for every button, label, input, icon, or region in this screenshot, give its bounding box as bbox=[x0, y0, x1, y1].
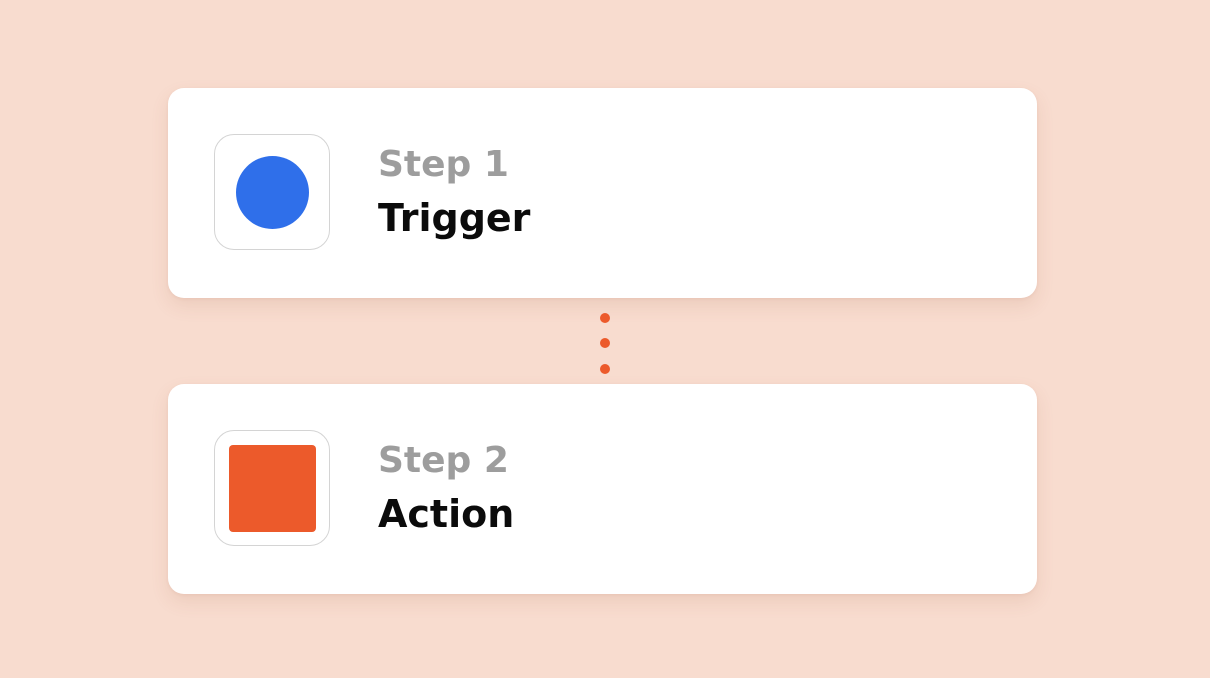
step-connector bbox=[599, 313, 611, 377]
step-number-label: Step 2 bbox=[378, 440, 509, 481]
orange-square-icon bbox=[229, 445, 316, 532]
connector-dot bbox=[600, 338, 610, 348]
action-app-icon-box bbox=[214, 430, 330, 546]
step-number-label: Step 1 bbox=[378, 144, 509, 185]
step-title: Trigger bbox=[378, 196, 531, 240]
step-title: Action bbox=[378, 492, 515, 536]
step-card-action[interactable]: Step 2 Action bbox=[168, 384, 1037, 594]
blue-circle-icon bbox=[236, 156, 309, 229]
trigger-app-icon-box bbox=[214, 134, 330, 250]
connector-dot bbox=[600, 364, 610, 374]
step-card-trigger[interactable]: Step 1 Trigger bbox=[168, 88, 1037, 298]
connector-dot bbox=[600, 313, 610, 323]
